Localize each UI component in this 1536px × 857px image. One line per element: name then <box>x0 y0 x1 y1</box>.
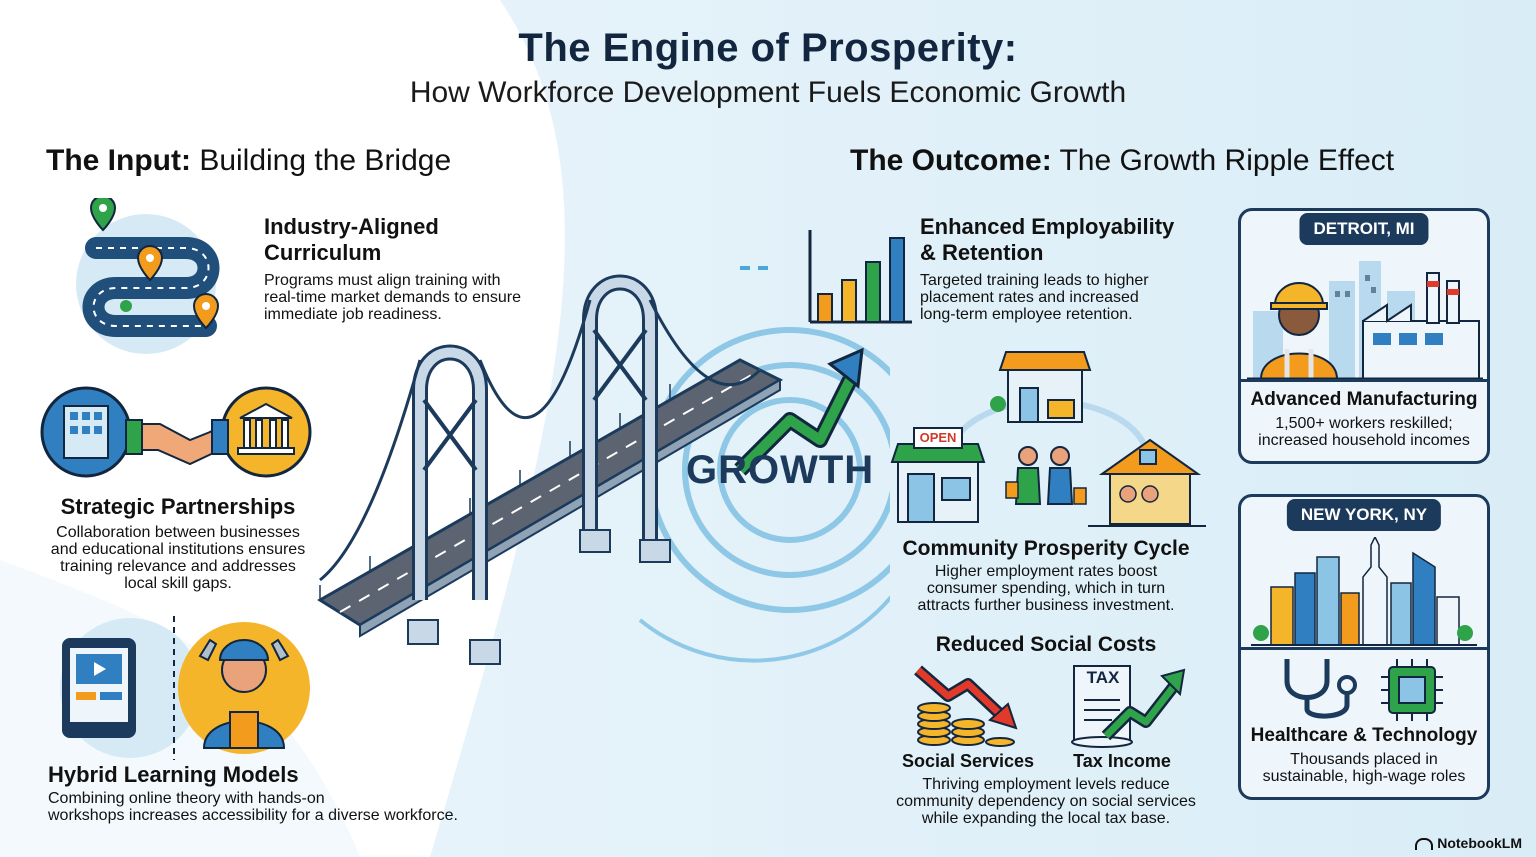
tax-income-label: Tax Income <box>1073 751 1171 771</box>
employability-title: Enhanced Employability & Retention <box>920 214 1175 265</box>
hybrid-learning-icon <box>60 616 310 760</box>
growth-label: GROWTH <box>686 448 875 492</box>
tax-label: TAX <box>1086 668 1120 687</box>
item-partnerships-text: Collaboration between businesses and edu… <box>50 524 306 592</box>
factory-worker-icon <box>1247 261 1483 379</box>
city-skyline-icon <box>1251 537 1477 646</box>
bridge-illustration <box>317 266 890 665</box>
city-tag-detroit: DETROIT, MI <box>1299 213 1429 245</box>
item-partnerships-title: Strategic Partnerships <box>60 494 296 519</box>
coins-down-icon <box>914 665 1018 747</box>
community-title: Community Prosperity Cycle <box>902 537 1190 560</box>
community-text: Higher employment rates boost consumer s… <box>917 563 1175 614</box>
item-hybrid-text: Combining online theory with hands-on wo… <box>48 790 458 824</box>
city-text-detroit: 1,500+ workers reskilled; increased hous… <box>1258 415 1470 449</box>
bar-chart-icon <box>808 230 912 324</box>
stethoscope-chip-icon <box>1284 659 1443 721</box>
item-curriculum-title: Industry-Aligned Curriculum <box>264 214 439 265</box>
item-curriculum-text: Programs must align training with real-t… <box>264 272 521 323</box>
partnership-icon <box>40 386 312 478</box>
community-cycle-icon <box>890 351 1206 527</box>
brand-watermark: NotebookLM <box>1415 835 1522 851</box>
city-card-detroit: DETROIT, MI Advanced Manufacturing 1,500… <box>1238 208 1490 464</box>
roadmap-icon <box>76 198 220 354</box>
city-title-new-york: Healthcare & Technology <box>1250 725 1478 746</box>
item-hybrid-title: Hybrid Learning Models <box>48 762 299 787</box>
section-input-label: The Input: Building the Bridge <box>46 144 452 177</box>
open-sign: OPEN <box>919 430 957 445</box>
city-tag-new-york: NEW YORK, NY <box>1286 499 1442 531</box>
notebooklm-logo-icon <box>1415 838 1434 851</box>
social-costs-title: Reduced Social Costs <box>935 633 1157 656</box>
employability-text: Targeted training leads to higher placem… <box>920 272 1149 323</box>
page-title: The Engine of Prosperity: <box>518 26 1018 70</box>
social-costs-text: Thriving employment levels reduce commun… <box>896 776 1196 827</box>
section-outcome-label: The Outcome: The Growth Ripple Effect <box>850 144 1395 177</box>
city-title-detroit: Advanced Manufacturing <box>1250 389 1478 410</box>
city-text-new-york: Thousands placed in sustainable, high-wa… <box>1262 751 1466 785</box>
social-services-label: Social Services <box>901 751 1035 771</box>
city-card-new-york: NEW YORK, NY Healthcare & Technology <box>1238 494 1490 800</box>
tax-document-icon <box>1071 665 1186 748</box>
page-subtitle: How Workforce Development Fuels Economic… <box>409 76 1127 109</box>
